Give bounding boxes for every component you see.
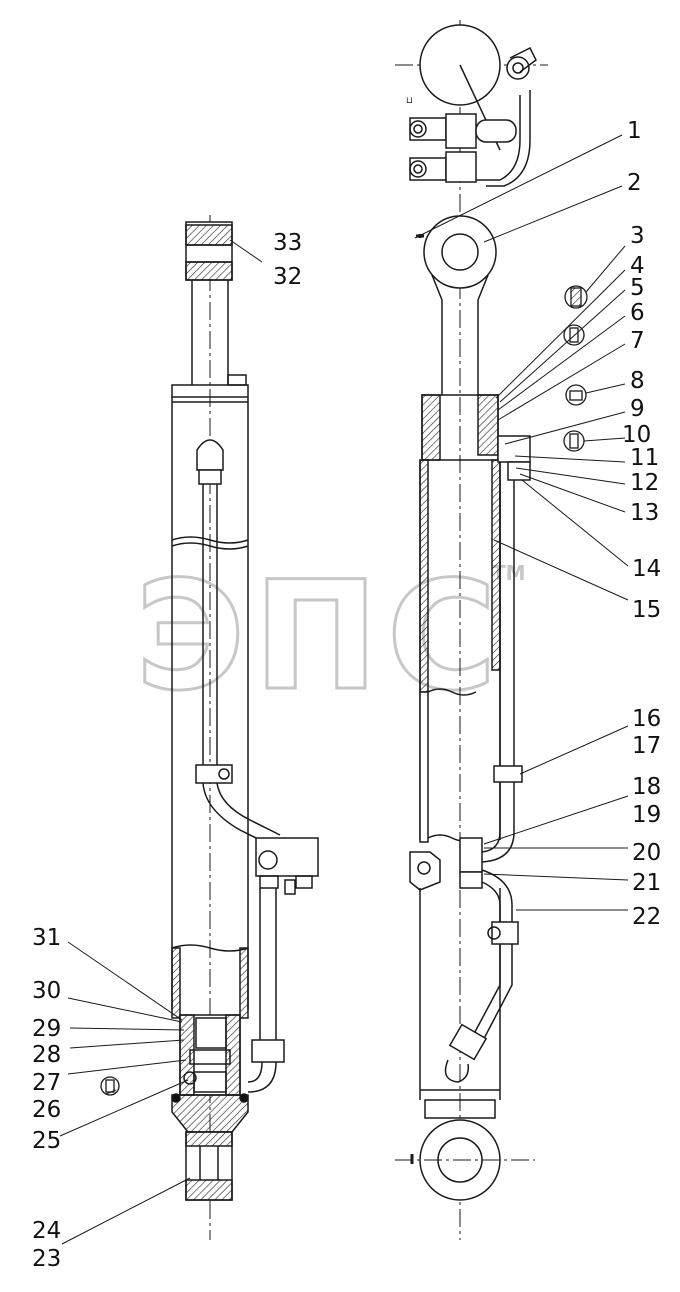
callout-21: 21 — [632, 870, 661, 896]
callout-9: 9 — [630, 396, 645, 422]
callout-7: 7 — [630, 328, 645, 354]
callout-26: 26 — [32, 1097, 61, 1123]
callout-6: 6 — [630, 300, 645, 326]
left-cylinder-view — [171, 215, 319, 1240]
callout-32: 32 — [273, 264, 302, 290]
callout-11: 11 — [630, 445, 659, 471]
svg-text:⊏: ⊏ — [405, 96, 415, 104]
callout-27: 27 — [32, 1070, 61, 1096]
callout-2: 2 — [627, 170, 642, 196]
callout-12: 12 — [630, 470, 659, 496]
callout-25: 25 — [32, 1128, 61, 1154]
callout-30: 30 — [32, 978, 61, 1004]
callout-1: 1 — [627, 118, 642, 144]
callout-28: 28 — [32, 1042, 61, 1068]
callout-20: 20 — [632, 840, 661, 866]
callout-22: 22 — [632, 904, 661, 930]
callout-4: 4 — [630, 253, 645, 279]
right-cylinder-view: ⊏ — [395, 20, 548, 1240]
callout-3: 3 — [630, 223, 645, 249]
callout-numbers-right: 1 2 3 4 5 6 7 8 9 10 11 12 13 14 15 16 1… — [622, 118, 661, 930]
callout-numbers-left: 23 24 25 26 27 28 29 30 31 32 33 — [32, 230, 302, 1272]
callout-10: 10 — [622, 422, 651, 448]
callout-29: 29 — [32, 1016, 61, 1042]
callout-15: 15 — [632, 597, 661, 623]
callout-19: 19 — [632, 802, 661, 828]
callout-8: 8 — [630, 368, 645, 394]
callout-13: 13 — [630, 500, 659, 526]
callout-14: 14 — [632, 556, 661, 582]
callout-5: 5 — [630, 275, 645, 301]
watermark-text: ЭПС — [135, 550, 505, 724]
callout-31: 31 — [32, 925, 61, 951]
callout-23: 23 — [32, 1246, 61, 1272]
callout-24: 24 — [32, 1218, 61, 1244]
callout-18: 18 — [632, 774, 661, 800]
callout-33: 33 — [273, 230, 302, 256]
watermark-logo: ЭПС TM — [134, 549, 526, 726]
callout-16: 16 — [632, 706, 661, 732]
callout-17: 17 — [632, 733, 661, 759]
leader-lines — [59, 134, 629, 1245]
